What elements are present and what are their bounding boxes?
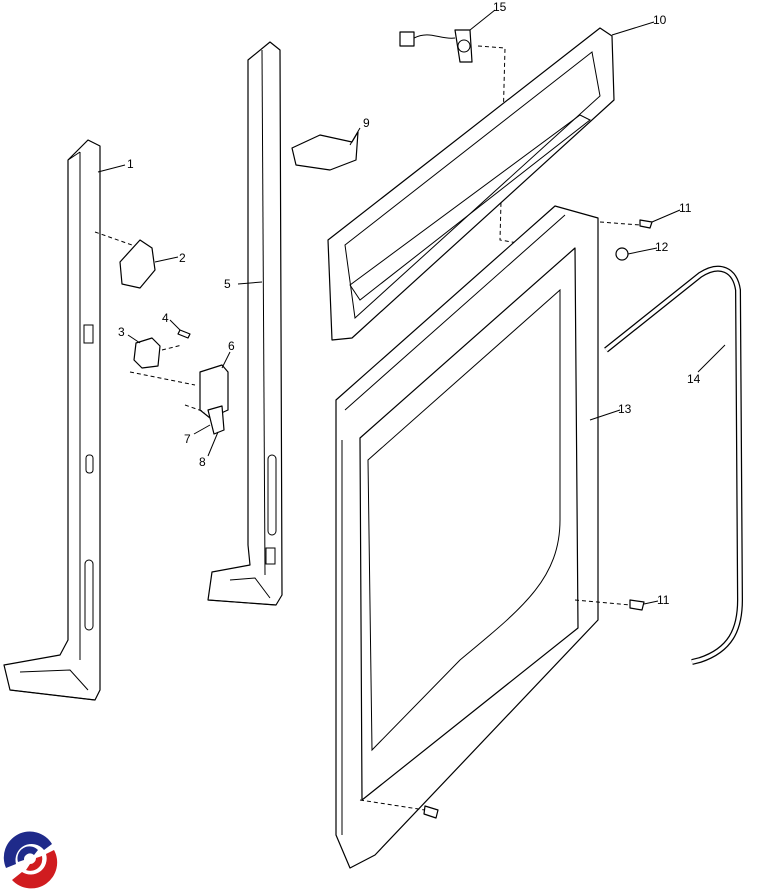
callout-10: 10 — [653, 13, 667, 27]
callout-11-bottom: 11 — [657, 593, 670, 607]
callout-6: 6 — [228, 339, 235, 353]
callout-5: 5 — [224, 277, 231, 291]
callout-13: 13 — [618, 402, 632, 416]
part-3-switch — [133, 337, 161, 369]
callout-labels: 1 2 3 4 5 6 7 8 9 10 11 12 13 14 15 11 — [118, 0, 701, 607]
part-2-bracket — [119, 239, 156, 289]
brand-logo — [3, 831, 58, 889]
part-7-plate — [207, 405, 225, 435]
part-4-screw — [177, 329, 191, 339]
part-14-gasket — [604, 265, 744, 665]
part-5-center-rail — [207, 41, 283, 606]
callout-1: 1 — [127, 157, 134, 171]
part-11-screw-low — [423, 805, 439, 819]
callout-4: 4 — [162, 311, 169, 325]
part-11-screw-bottom — [629, 599, 645, 611]
callout-14: 14 — [687, 372, 701, 386]
callout-2: 2 — [179, 251, 186, 265]
part-10-top-frame — [327, 27, 615, 341]
leader-lines — [97, 9, 726, 605]
part-11-screw-top — [639, 219, 653, 229]
callout-7: 7 — [184, 432, 191, 446]
part-1-left-rail — [3, 139, 101, 701]
callout-3: 3 — [118, 325, 125, 339]
callout-11-top: 11 — [679, 201, 692, 215]
part-15-harness — [399, 29, 473, 63]
part-13-door-frame — [335, 205, 599, 869]
callout-15: 15 — [493, 0, 507, 14]
callout-8: 8 — [199, 455, 206, 469]
callout-9: 9 — [363, 116, 370, 130]
part-12-plug — [615, 247, 629, 261]
part-9-bracket — [291, 131, 359, 171]
callout-12: 12 — [655, 240, 669, 254]
